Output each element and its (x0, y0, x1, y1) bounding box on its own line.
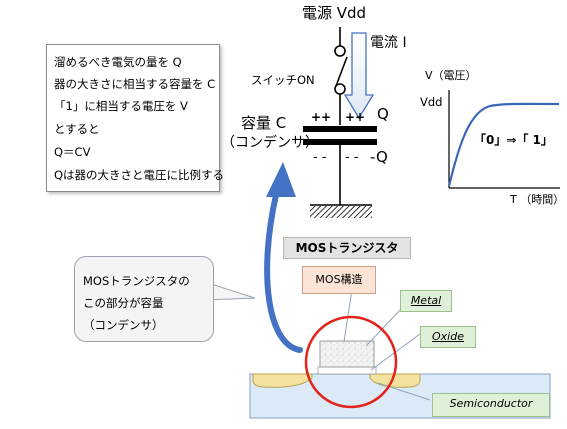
callout-line-2: この部分が容量 (83, 296, 164, 310)
charge-q-label: Q (377, 105, 389, 123)
explanation-line-1: 溜めるべき電気の量を Q (54, 55, 182, 69)
explanation-line-2: 器の大きさに相当する容量を C (54, 77, 216, 91)
current-label: 電流 I (370, 35, 407, 51)
power-label: 電源 Vdd (302, 4, 367, 22)
oxide-layer (317, 366, 377, 375)
callout-line-1: MOSトランジスタの (83, 274, 190, 288)
explanation-line-6: Qは器の大きさと電圧に比例する (54, 168, 225, 182)
highlight-circle (304, 315, 398, 409)
switch-symbol (334, 45, 348, 95)
explanation-line-4: とすると (54, 122, 100, 136)
link-arrowhead (266, 162, 296, 197)
oxide-tag: Oxide (420, 326, 476, 348)
graph-y-tick-label: Vdd (420, 95, 443, 109)
ground-symbol (310, 204, 372, 218)
plus-charge-left: ++ (311, 110, 332, 124)
callout-box: MOSトランジスタの この部分が容量 （コンデンサ） (74, 256, 214, 342)
current-arrow (343, 32, 375, 120)
switch-label: スイッチON (251, 73, 315, 87)
capacitor-bottom-plate (303, 139, 377, 145)
mos-structure-label: MOS構造 (302, 266, 376, 294)
charge-neg-q-label: -Q (370, 148, 388, 166)
semiconductor-label: Semiconductor (449, 397, 533, 410)
callout-line-3: （コンデンサ） (83, 318, 164, 332)
mos-transistor-title: MOSトランジスタ (283, 237, 411, 259)
plus-charge-right: ++ (345, 110, 366, 124)
voltage-graph (447, 90, 560, 189)
metal-tag: Metal (400, 290, 452, 312)
minus-charge-left: - - (313, 150, 327, 165)
label-leaders (343, 288, 431, 401)
explanation-line-5: Q＝CV (54, 145, 91, 159)
graph-annotation: 「0」⇒「 1」 (474, 133, 553, 147)
charging-curve (447, 102, 560, 187)
minus-charge-right: - - (345, 150, 359, 165)
graph-y-axis-label: V（電圧） (425, 69, 477, 82)
metal-gate (319, 340, 375, 368)
capacitor-label: 容量 C (241, 114, 287, 132)
metal-label: Metal (410, 294, 442, 307)
explanation-box: 溜めるべき電気の量を Q 器の大きさに相当する容量を C 「1」に相当する電圧を… (46, 44, 224, 192)
explanation-line-3: 「1」に相当する電圧を V (54, 99, 188, 113)
oxide-label: Oxide (432, 330, 464, 343)
graph-x-axis-label: T （時間） (510, 193, 565, 206)
capacitor-top-plate (303, 126, 377, 132)
link-arrow (264, 192, 303, 353)
capacitor-sublabel: （コンデンサ） (221, 135, 319, 151)
semiconductor-tag: Semiconductor (432, 393, 550, 417)
